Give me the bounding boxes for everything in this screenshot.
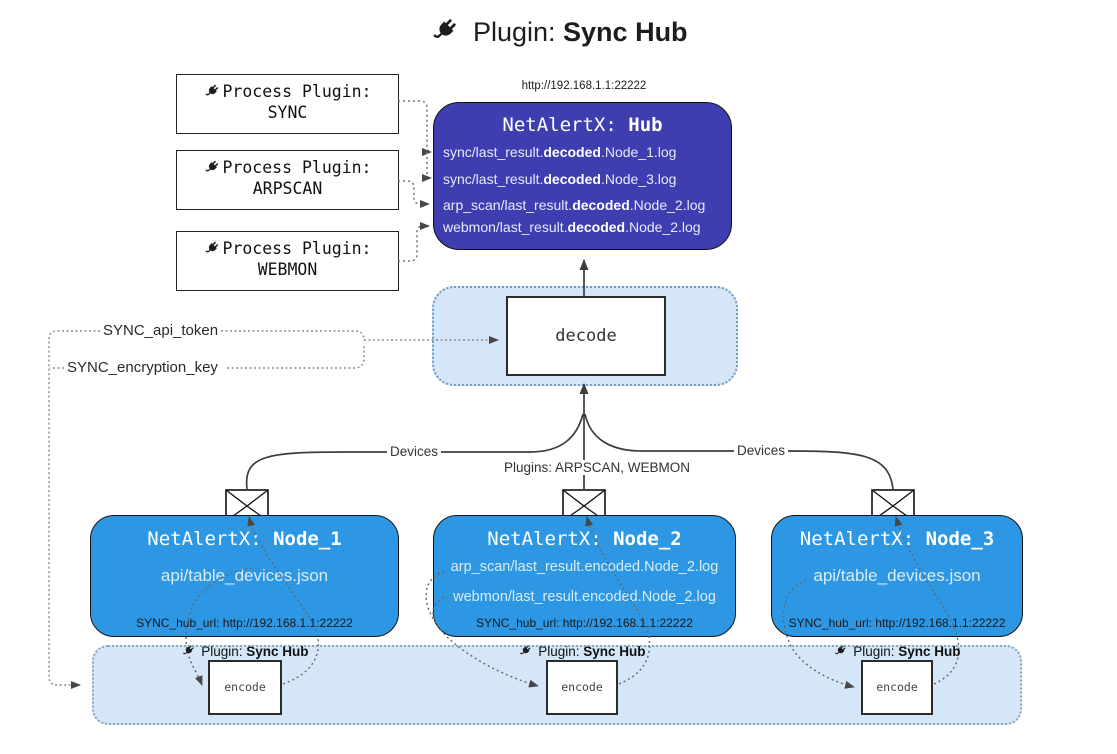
hub-log-line: arp_scan/last_result.decoded.Node_2.log	[443, 197, 731, 213]
log-pre: arp_scan/last_result.	[443, 197, 573, 213]
node-title-prefix: NetAlertX:	[799, 528, 926, 550]
log-bold: decoded	[572, 197, 630, 213]
process-plugin-label: Process Plugin:	[222, 239, 372, 258]
node-2: NetAlertX: Node_2 arp_scan/last_result.e…	[433, 515, 736, 637]
band-plugin-label: Plugin: Sync Hub	[160, 644, 330, 659]
process-plugin-name: WEBMON	[257, 260, 318, 279]
log-post: .Node_1.log	[600, 144, 677, 160]
hub-title-prefix: NetAlertX:	[502, 114, 629, 136]
process-plugin-name: ARPSCAN	[252, 179, 323, 198]
encode-box: encode	[208, 660, 282, 715]
hub-log-line: sync/last_result.decoded.Node_3.log	[443, 171, 731, 187]
log-pre: webmon/last_result.	[443, 219, 568, 235]
node-hub-url: SYNC_hub_url: http://192.168.1.1:22222	[136, 616, 353, 630]
hub-log-line: webmon/last_result.decoded.Node_2.log	[443, 219, 731, 235]
plug-icon	[203, 240, 220, 257]
band-plugin-bold: Sync Hub	[898, 644, 961, 659]
plug-icon	[203, 83, 220, 100]
node-file-line: api/table_devices.json	[160, 566, 329, 585]
node-file-line: webmon/last_result.encoded.Node_2.log	[453, 589, 716, 605]
encode-box: encode	[546, 660, 618, 715]
log-pre: sync/last_result.	[443, 144, 544, 160]
node-title: NetAlertX: Node_2	[434, 528, 735, 550]
page-title-prefix: Plugin:	[472, 17, 556, 47]
band-plugin-bold: Sync Hub	[246, 644, 309, 659]
band-plugin-prefix: Plugin:	[538, 644, 580, 659]
hub-log-line: sync/last_result.decoded.Node_1.log	[443, 144, 731, 160]
plugin-to-hub-links	[398, 100, 432, 262]
hub-title-bold: Hub	[628, 114, 663, 136]
decode-box: decode	[506, 296, 666, 376]
hub-node: NetAlertX: Hub sync/last_result.decoded.…	[433, 102, 732, 250]
log-bold: decoded	[543, 144, 601, 160]
sync-encryption-key-label: SYNC_encryption_key	[64, 359, 221, 376]
process-plugin-label: Process Plugin:	[222, 158, 372, 177]
node-hub-url: SYNC_hub_url: http://192.168.1.1:22222	[476, 616, 693, 630]
node-title: NetAlertX: Node_1	[91, 528, 398, 550]
band-plugin-prefix: Plugin:	[853, 644, 895, 659]
edge-label-devices-left: Devices	[387, 444, 442, 459]
process-plugin-webmon: Process Plugin: WEBMON	[176, 231, 399, 291]
plug-icon	[518, 644, 532, 658]
sync-api-token-label: SYNC_api_token	[100, 322, 222, 339]
edge-label-devices-right: Devices	[734, 443, 789, 458]
hub-url: http://192.168.1.1:22222	[521, 80, 647, 92]
node-file-line: api/table_devices.json	[813, 566, 981, 585]
log-post: .Node_2.log	[625, 219, 701, 235]
log-post: .Node_2.log	[629, 197, 706, 213]
plug-icon	[203, 159, 220, 176]
node-1: NetAlertX: Node_1 api/table_devices.json…	[90, 515, 399, 637]
node-file-line: arp_scan/last_result.encoded.Node_2.log	[450, 559, 719, 575]
log-post: .Node_3.log	[600, 171, 677, 187]
node-3: NetAlertX: Node_3 api/table_devices.json…	[771, 515, 1023, 637]
node-title-bold: Node_3	[925, 528, 995, 550]
log-bold: decoded	[543, 171, 601, 187]
plug-icon	[181, 644, 195, 658]
process-plugin-label: Process Plugin:	[222, 82, 372, 101]
plug-icon	[833, 644, 847, 658]
encode-box: encode	[861, 660, 933, 715]
band-plugin-prefix: Plugin:	[201, 644, 243, 659]
plug-icon	[429, 16, 459, 46]
node-title: NetAlertX: Node_3	[772, 528, 1022, 550]
band-plugin-label: Plugin: Sync Hub	[812, 644, 982, 659]
page-title: Plugin: Sync Hub	[0, 16, 1117, 48]
node-title-bold: Node_1	[273, 528, 342, 550]
log-bold: decoded	[567, 219, 626, 235]
process-plugin-sync: Process Plugin: SYNC	[176, 74, 399, 134]
node-hub-url: SYNC_hub_url: http://192.168.1.1:22222	[788, 616, 1006, 630]
node-title-prefix: NetAlertX:	[147, 528, 274, 550]
process-plugin-arpscan: Process Plugin: ARPSCAN	[176, 150, 399, 210]
band-plugin-label: Plugin: Sync Hub	[497, 644, 667, 659]
node-title-prefix: NetAlertX:	[487, 528, 614, 550]
edge-label-plugins: Plugins: ARPSCAN, WEBMON	[501, 460, 694, 475]
hub-title: NetAlertX: Hub	[434, 114, 731, 136]
process-plugin-name: SYNC	[267, 103, 308, 122]
log-pre: sync/last_result.	[443, 171, 544, 187]
page-title-bold: Sync Hub	[563, 17, 688, 47]
node-title-bold: Node_2	[613, 528, 682, 550]
band-plugin-bold: Sync Hub	[583, 644, 646, 659]
